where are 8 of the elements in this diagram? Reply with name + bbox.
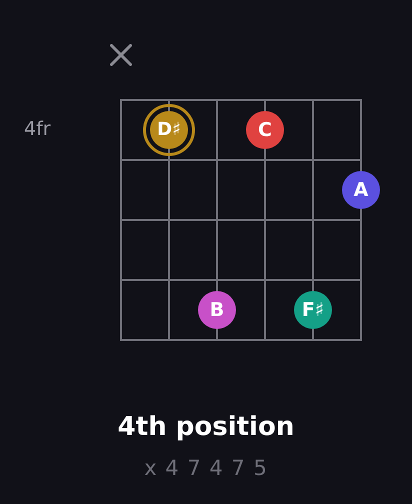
- fingering-text: x 4 7 4 7 5: [144, 456, 268, 480]
- note-marker: B: [198, 291, 236, 329]
- root-note-marker: D♯: [143, 104, 195, 156]
- note-marker: A: [342, 171, 380, 209]
- fret-position-label: 4fr: [24, 119, 51, 141]
- chord-title: 4th position: [118, 413, 294, 443]
- note-marker: C: [246, 111, 284, 149]
- note-marker: F♯: [294, 291, 332, 329]
